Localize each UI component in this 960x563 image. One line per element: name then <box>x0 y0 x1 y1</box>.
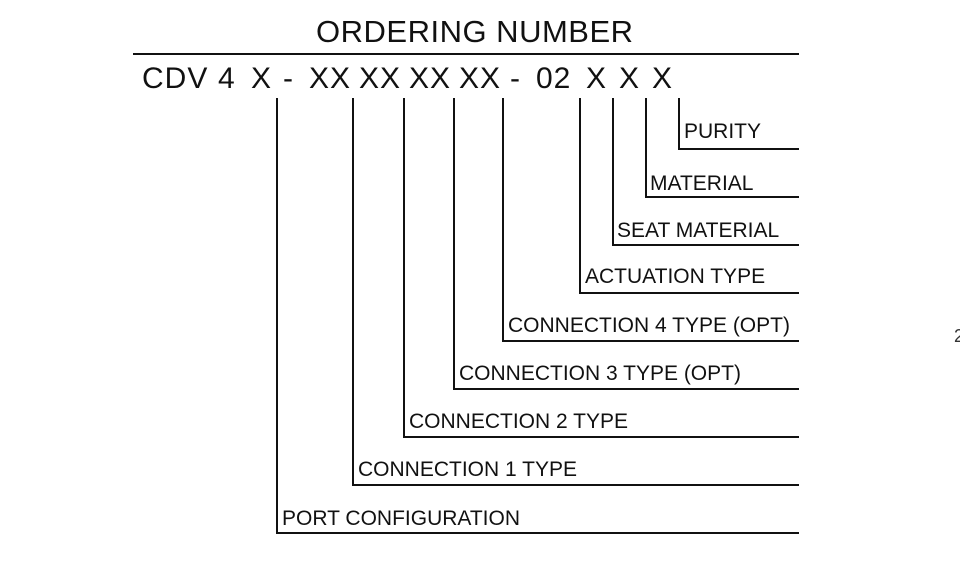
code-prefix: CDV <box>142 62 209 95</box>
leader-horizontal-port-configuration <box>276 532 799 534</box>
field-label-actuation-type: ACTUATION TYPE <box>585 265 766 288</box>
code-size: 4 <box>218 62 236 95</box>
code-connection-3: XX <box>409 62 452 95</box>
title-underline <box>133 53 799 55</box>
leader-horizontal-connection-4 <box>502 340 799 342</box>
leader-vertical-purity <box>678 98 680 150</box>
leader-vertical-material <box>645 98 647 198</box>
code-connection-4: XX <box>459 62 502 95</box>
code-purity: X <box>652 62 674 95</box>
leader-vertical-port-configuration <box>276 98 278 534</box>
code-connection-2: XX <box>359 62 402 95</box>
code-connection-1: XX <box>309 62 352 95</box>
edge-fragment-text: 2 <box>954 326 960 342</box>
field-label-connection-4: CONNECTION 4 TYPE (OPT) <box>508 314 790 337</box>
leader-horizontal-actuation-type <box>579 292 799 294</box>
code-separator-1: - <box>283 62 294 95</box>
field-label-connection-1: CONNECTION 1 TYPE <box>358 458 577 481</box>
field-label-purity: PURITY <box>684 120 762 143</box>
field-label-material: MATERIAL <box>650 172 754 195</box>
leader-horizontal-connection-2 <box>403 436 799 438</box>
leader-horizontal-seat-material <box>612 244 799 246</box>
leader-horizontal-connection-3 <box>453 388 799 390</box>
code-material: X <box>619 62 641 95</box>
leader-vertical-connection-4 <box>502 98 504 342</box>
code-port-config: X <box>251 62 273 95</box>
leader-vertical-connection-2 <box>403 98 405 438</box>
code-separator-2: - <box>510 62 521 95</box>
leader-vertical-actuation-type <box>579 98 581 294</box>
leader-horizontal-connection-1 <box>352 484 799 486</box>
leader-horizontal-purity <box>678 148 799 150</box>
field-label-connection-3: CONNECTION 3 TYPE (OPT) <box>459 362 741 385</box>
leader-horizontal-material <box>645 196 799 198</box>
leader-vertical-seat-material <box>612 98 614 246</box>
code-actuation: 02 <box>536 62 572 95</box>
field-label-connection-2: CONNECTION 2 TYPE <box>409 410 628 433</box>
leader-vertical-connection-3 <box>453 98 455 390</box>
code-seat-material: X <box>586 62 608 95</box>
leader-vertical-connection-1 <box>352 98 354 486</box>
field-label-seat-material: SEAT MATERIAL <box>617 219 780 242</box>
diagram-title: ORDERING NUMBER <box>316 14 634 49</box>
field-label-port-configuration: PORT CONFIGURATION <box>282 507 521 530</box>
